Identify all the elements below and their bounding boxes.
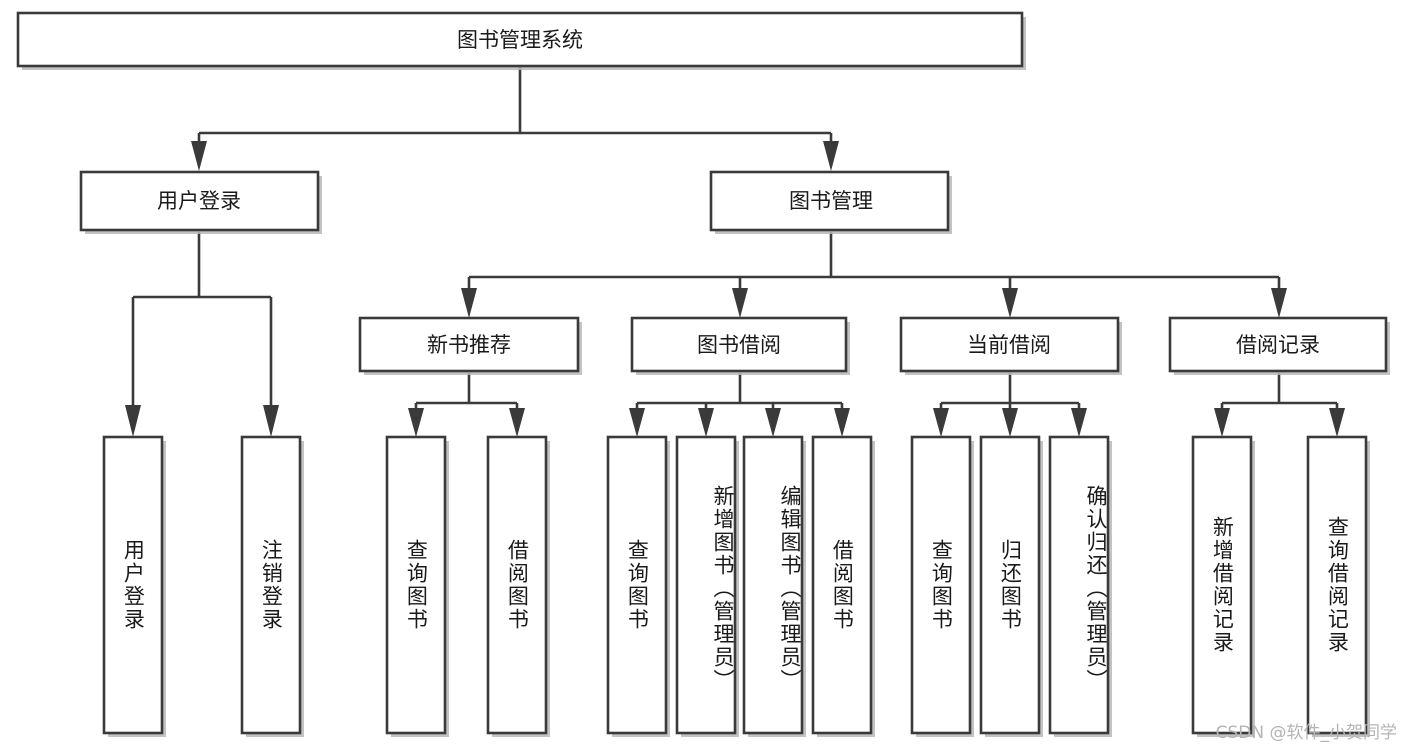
node-leaf-user-logout[interactable] bbox=[240, 435, 304, 737]
node-book-borrow[interactable]: 图书借阅 bbox=[630, 316, 850, 375]
arrow-head-leaf-borrow-book-1 bbox=[509, 408, 525, 437]
arrow-head-new-book-recommend bbox=[461, 288, 477, 318]
arrow-head-leaf-query-book-2 bbox=[629, 408, 645, 437]
node-leaf-add-record[interactable] bbox=[1191, 435, 1255, 737]
node-leaf-edit-book-box bbox=[742, 435, 804, 735]
node-leaf-query-record[interactable] bbox=[1306, 435, 1370, 737]
node-leaf-return-book[interactable] bbox=[979, 435, 1043, 737]
arrow-head-book-manage bbox=[823, 141, 839, 171]
arrow-head-leaf-query-book-3 bbox=[933, 408, 949, 437]
arrow-head-leaf-query-record bbox=[1329, 408, 1345, 437]
arrow-head-leaf-user-logout bbox=[263, 405, 279, 437]
node-book-manage-box bbox=[709, 170, 950, 232]
node-book-manage[interactable]: 图书管理 bbox=[709, 170, 952, 234]
node-root-box bbox=[16, 11, 1024, 68]
arrow-head-borrow-record bbox=[1271, 288, 1287, 318]
node-leaf-query-book-1-box bbox=[385, 435, 447, 735]
node-borrow-record-label: 借阅记录 bbox=[1236, 333, 1320, 357]
arrow-head-leaf-query-book-1 bbox=[408, 408, 424, 437]
node-leaf-edit-book[interactable] bbox=[742, 435, 806, 737]
arrow-head-leaf-edit-book bbox=[765, 408, 781, 437]
watermark-text: CSDN @软件_小贺同学 bbox=[1215, 723, 1397, 743]
node-leaf-borrow-book-2[interactable] bbox=[811, 435, 875, 737]
node-current-borrow-label: 当前借阅 bbox=[967, 333, 1051, 357]
node-leaf-query-book-2-box bbox=[606, 435, 668, 735]
node-user-login[interactable]: 用户登录 bbox=[79, 170, 322, 234]
arrow-head-leaf-return-book bbox=[1002, 408, 1018, 437]
node-book-borrow-label: 图书借阅 bbox=[697, 333, 781, 357]
node-new-book-recommend[interactable]: 新书推荐 bbox=[358, 316, 582, 375]
node-user-login-label: 用户登录 bbox=[157, 189, 241, 213]
node-borrow-record-box bbox=[1168, 316, 1388, 373]
arrow-head-leaf-confirm-return bbox=[1071, 408, 1087, 437]
node-root[interactable]: 图书管理系统 bbox=[16, 11, 1026, 70]
node-leaf-query-book-1[interactable] bbox=[385, 435, 449, 737]
node-leaf-add-record-box bbox=[1191, 435, 1253, 735]
arrow-head-leaf-add-book bbox=[698, 408, 714, 437]
node-leaf-query-book-3[interactable] bbox=[910, 435, 974, 737]
node-current-borrow[interactable]: 当前借阅 bbox=[899, 316, 1122, 375]
node-leaf-query-record-box bbox=[1306, 435, 1368, 735]
node-leaf-return-book-box bbox=[979, 435, 1041, 735]
node-book-borrow-box bbox=[630, 316, 848, 373]
node-new-book-recommend-box bbox=[358, 316, 580, 373]
leaf-boxes bbox=[102, 435, 1370, 737]
node-leaf-user-login-box bbox=[102, 435, 164, 735]
node-leaf-user-logout-box bbox=[240, 435, 302, 735]
node-leaf-user-login[interactable] bbox=[102, 435, 166, 737]
node-current-borrow-box bbox=[899, 316, 1120, 373]
node-borrow-record[interactable]: 借阅记录 bbox=[1168, 316, 1390, 375]
arrow-head-current-borrow bbox=[1002, 288, 1018, 318]
node-leaf-query-book-3-box bbox=[910, 435, 972, 735]
node-leaf-confirm-return[interactable] bbox=[1048, 435, 1112, 737]
node-leaf-borrow-book-2-box bbox=[811, 435, 873, 735]
node-new-book-recommend-label: 新书推荐 bbox=[427, 333, 511, 357]
node-leaf-confirm-return-box bbox=[1048, 435, 1110, 735]
arrow-head-user-login bbox=[191, 141, 207, 171]
node-user-login-box bbox=[79, 170, 320, 232]
arrow-head-leaf-add-record bbox=[1214, 408, 1230, 437]
node-root-label: 图书管理系统 bbox=[457, 28, 583, 52]
node-leaf-query-book-2[interactable] bbox=[606, 435, 670, 737]
node-leaf-add-book-box bbox=[675, 435, 737, 735]
node-leaf-add-book[interactable] bbox=[675, 435, 739, 737]
node-leaf-borrow-book-1[interactable] bbox=[486, 435, 550, 737]
arrow-head-leaf-borrow-book-2 bbox=[834, 408, 850, 437]
arrow-head-leaf-user-login bbox=[125, 405, 141, 437]
node-book-manage-label: 图书管理 bbox=[789, 189, 873, 213]
node-leaf-borrow-book-1-box bbox=[486, 435, 548, 735]
connectors bbox=[125, 66, 1345, 437]
arrow-head-book-borrow bbox=[732, 288, 748, 318]
